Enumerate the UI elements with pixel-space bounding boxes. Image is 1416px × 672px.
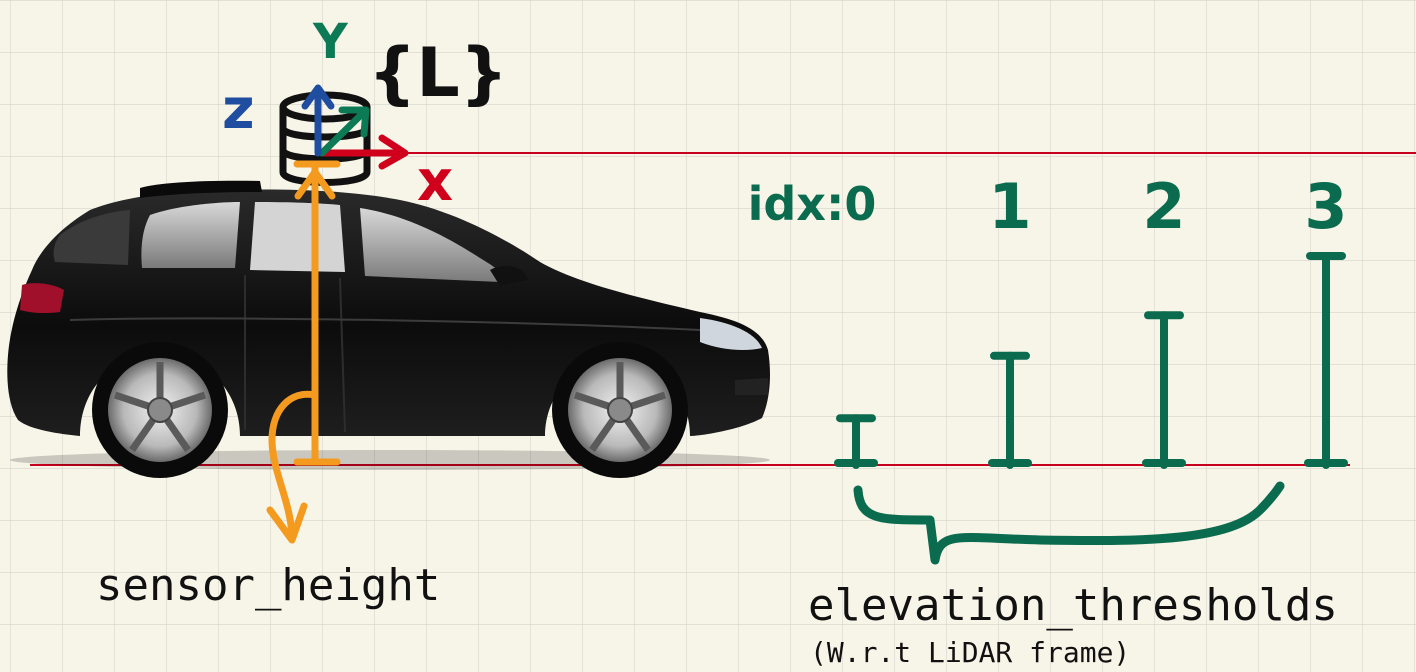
axis-z-label: z	[222, 77, 255, 142]
threshold-bar-3	[1304, 251, 1348, 469]
threshold-label-0: idx:0	[748, 177, 877, 231]
wrt-frame-note: (W.r.t LiDAR frame)	[810, 636, 1130, 669]
sensor-height-marker	[266, 160, 341, 544]
car-icon	[7, 180, 771, 478]
threshold-bar-1	[988, 351, 1032, 469]
sensor-height-label: sensor_height	[96, 560, 440, 611]
axis-y-label: Y	[312, 14, 349, 70]
threshold-label-2: 2	[1142, 170, 1185, 243]
elevation-thresholds: idx:0 1 2 3	[748, 170, 1348, 469]
threshold-label-3: 3	[1304, 170, 1347, 243]
threshold-bar-0	[834, 414, 878, 469]
axis-y-arrow	[318, 106, 370, 157]
axis-x-arrow	[318, 134, 409, 170]
axis-x-label: x	[417, 149, 453, 214]
threshold-bar-2	[1142, 311, 1186, 469]
frame-name-label: {L}	[368, 34, 508, 113]
elevation-thresholds-label: elevation_thresholds	[808, 580, 1338, 631]
axis-z-arrow	[301, 84, 335, 157]
threshold-label-1: 1	[988, 170, 1031, 243]
thresholds-bracket	[853, 481, 1285, 565]
